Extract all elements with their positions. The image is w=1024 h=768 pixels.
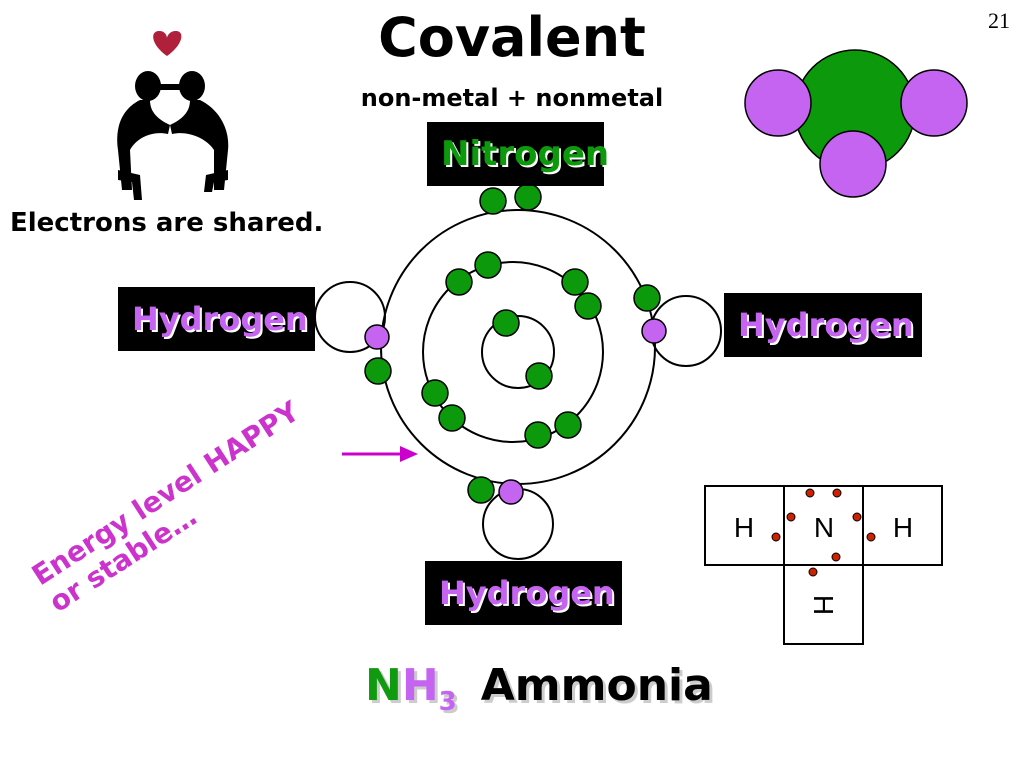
lewis-box-center	[783, 485, 864, 566]
lewis-structure: H N H H	[704, 485, 943, 645]
lewis-box-left	[704, 485, 785, 566]
compound-name: Ammonia	[480, 660, 713, 711]
energy-level-arrow	[342, 446, 418, 462]
nitrogen-label: Nitrogen	[427, 122, 609, 186]
hydrogen-electrons	[364, 318, 667, 505]
electrons-shared-caption: Electrons are shared.	[10, 208, 324, 238]
hydrogen-label-bottom: Hydrogen	[425, 561, 622, 625]
slide-subtitle: non-metal + nonmetal	[360, 84, 664, 112]
heart-icon	[153, 30, 182, 56]
lewis-hydrogen-left: H	[734, 512, 754, 543]
lewis-hydrogen-right: H	[893, 512, 913, 543]
slide-number: 21	[988, 8, 1010, 33]
middle-shell	[422, 261, 604, 443]
formula-hydrogen: H	[401, 660, 439, 711]
outer-shell	[380, 209, 656, 485]
lewis-nitrogen: N	[814, 512, 834, 543]
nitrogen-electrons	[364, 183, 661, 504]
hydrogen-label-right: Hydrogen	[724, 293, 922, 357]
hydrogen-label-left: Hydrogen	[118, 287, 315, 351]
hugging-figures-clipart	[117, 30, 229, 200]
formula-subscript: 3	[438, 686, 457, 717]
lewis-hydrogen-bottom: H	[808, 595, 839, 615]
hydrogen-shell-left	[314, 281, 386, 353]
formula-nitrogen: N	[365, 660, 402, 711]
slide-title: Covalent	[378, 6, 646, 69]
lewis-box-bottom	[783, 564, 864, 645]
space-filling-molecule-model	[744, 49, 968, 198]
ammonia-formula: NH3 Ammonia	[365, 660, 713, 717]
inner-shell	[481, 315, 555, 389]
lewis-electron-dots	[771, 488, 876, 577]
bohr-model	[314, 183, 722, 560]
lewis-box-right	[862, 485, 943, 566]
